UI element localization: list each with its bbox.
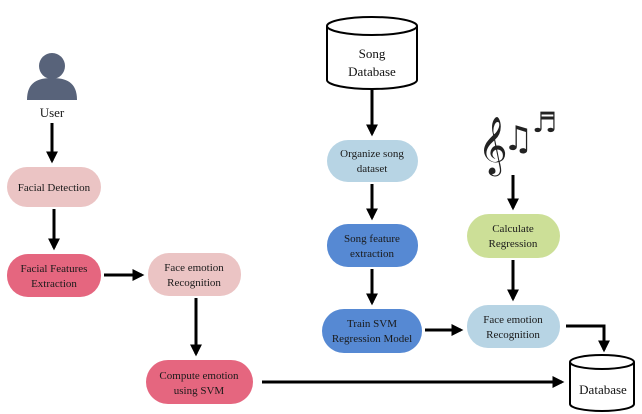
compute-emotion-label-line2: using SVM [174, 385, 225, 397]
svg-text:♫: ♫ [503, 119, 533, 159]
svg-text:𝄞: 𝄞 [478, 116, 508, 177]
output-database-label: Database [579, 382, 627, 397]
face-emotion-right-label-line1: Face emotion [483, 314, 543, 326]
facial-features-label-line2: Extraction [31, 278, 77, 290]
organize-song-node: Organize song dataset [327, 140, 418, 182]
arrow-emotion-to-database [566, 324, 610, 353]
calculate-regression-label-line1: Calculate [492, 223, 534, 235]
song-feature-label-line1: Song feature [344, 233, 400, 245]
train-svm-label-line1: Train SVM [347, 318, 397, 330]
song-feature-label-line2: extraction [350, 248, 394, 260]
facial-detection-label: Facial Detection [18, 182, 91, 194]
calculate-regression-label-line2: Regression [489, 238, 538, 250]
output-database-cylinder: Database [569, 354, 635, 412]
facial-detection-node: Facial Detection [7, 167, 101, 207]
face-emotion-left-node: Face emotion Recognition [148, 253, 241, 296]
train-svm-node: Train SVM Regression Model [322, 309, 422, 353]
train-svm-label-line2: Regression Model [332, 333, 412, 345]
song-database-line2: Database [348, 64, 396, 79]
face-emotion-right-node: Face emotion Recognition [467, 305, 560, 348]
face-emotion-right-label-line2: Recognition [486, 329, 540, 341]
compute-emotion-label-line1: Compute emotion [159, 370, 239, 382]
face-emotion-left-label-line1: Face emotion [164, 262, 224, 274]
song-database-cylinder: Song Database [326, 16, 418, 90]
user-icon [27, 53, 77, 100]
calculate-regression-node: Calculate Regression [467, 214, 560, 258]
song-feature-node: Song feature extraction [327, 224, 418, 267]
face-emotion-left-label-line2: Recognition [167, 277, 221, 289]
organize-song-label-line1: Organize song [340, 148, 404, 160]
song-database-line1: Song [359, 46, 386, 61]
facial-features-label-line1: Facial Features [21, 263, 88, 275]
compute-emotion-node: Compute emotion using SVM [146, 360, 253, 404]
organize-song-label-line2: dataset [357, 163, 388, 175]
music-notes-icon: 𝄞 ♫ ♬ [478, 106, 557, 177]
arrows [46, 90, 610, 388]
svg-text:♬: ♬ [532, 106, 557, 139]
facial-features-node: Facial Features Extraction [7, 254, 101, 297]
user-label: User [40, 105, 65, 120]
